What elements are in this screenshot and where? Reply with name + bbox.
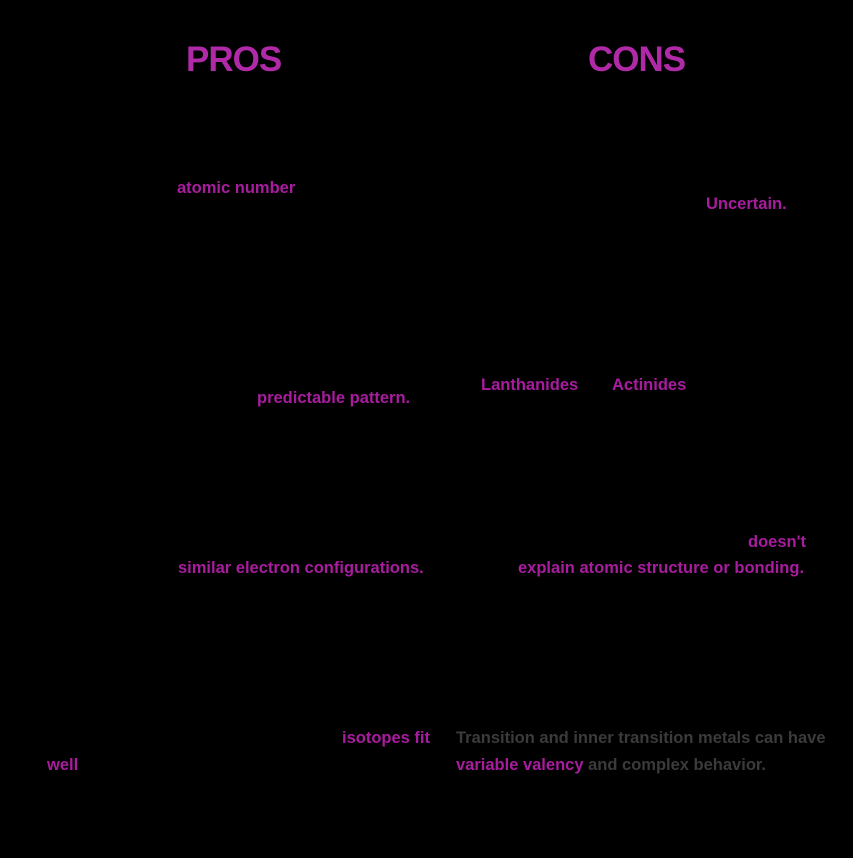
cons-column-heading: CONS bbox=[588, 40, 686, 79]
cons-transition-metals-line1: Transition and inner transition metals c… bbox=[456, 729, 826, 747]
pros-column-heading: PROS bbox=[186, 40, 282, 79]
highlight-uncertain: Uncertain. bbox=[706, 195, 787, 213]
highlight-explain-atomic-structure: explain atomic structure or bonding. bbox=[518, 559, 805, 577]
highlight-actinides: Actinides bbox=[612, 376, 687, 394]
highlight-isotopes-fit: isotopes fit bbox=[342, 729, 431, 747]
highlight-doesnt: doesn't bbox=[748, 533, 807, 551]
highlight-well: well bbox=[47, 756, 79, 774]
cons-transition-metals-line2: variable valency and complex behavior. bbox=[456, 757, 766, 774]
highlight-similar-electron-configurations: similar electron configurations. bbox=[178, 559, 424, 577]
highlight-lanthanides: Lanthanides bbox=[481, 376, 579, 394]
cons-complex-behavior-text: and complex behavior. bbox=[583, 756, 766, 774]
highlight-variable-valency: variable valency bbox=[456, 756, 584, 774]
highlight-atomic-number: atomic number bbox=[177, 179, 296, 197]
highlight-predictable-pattern: predictable pattern. bbox=[257, 389, 411, 407]
